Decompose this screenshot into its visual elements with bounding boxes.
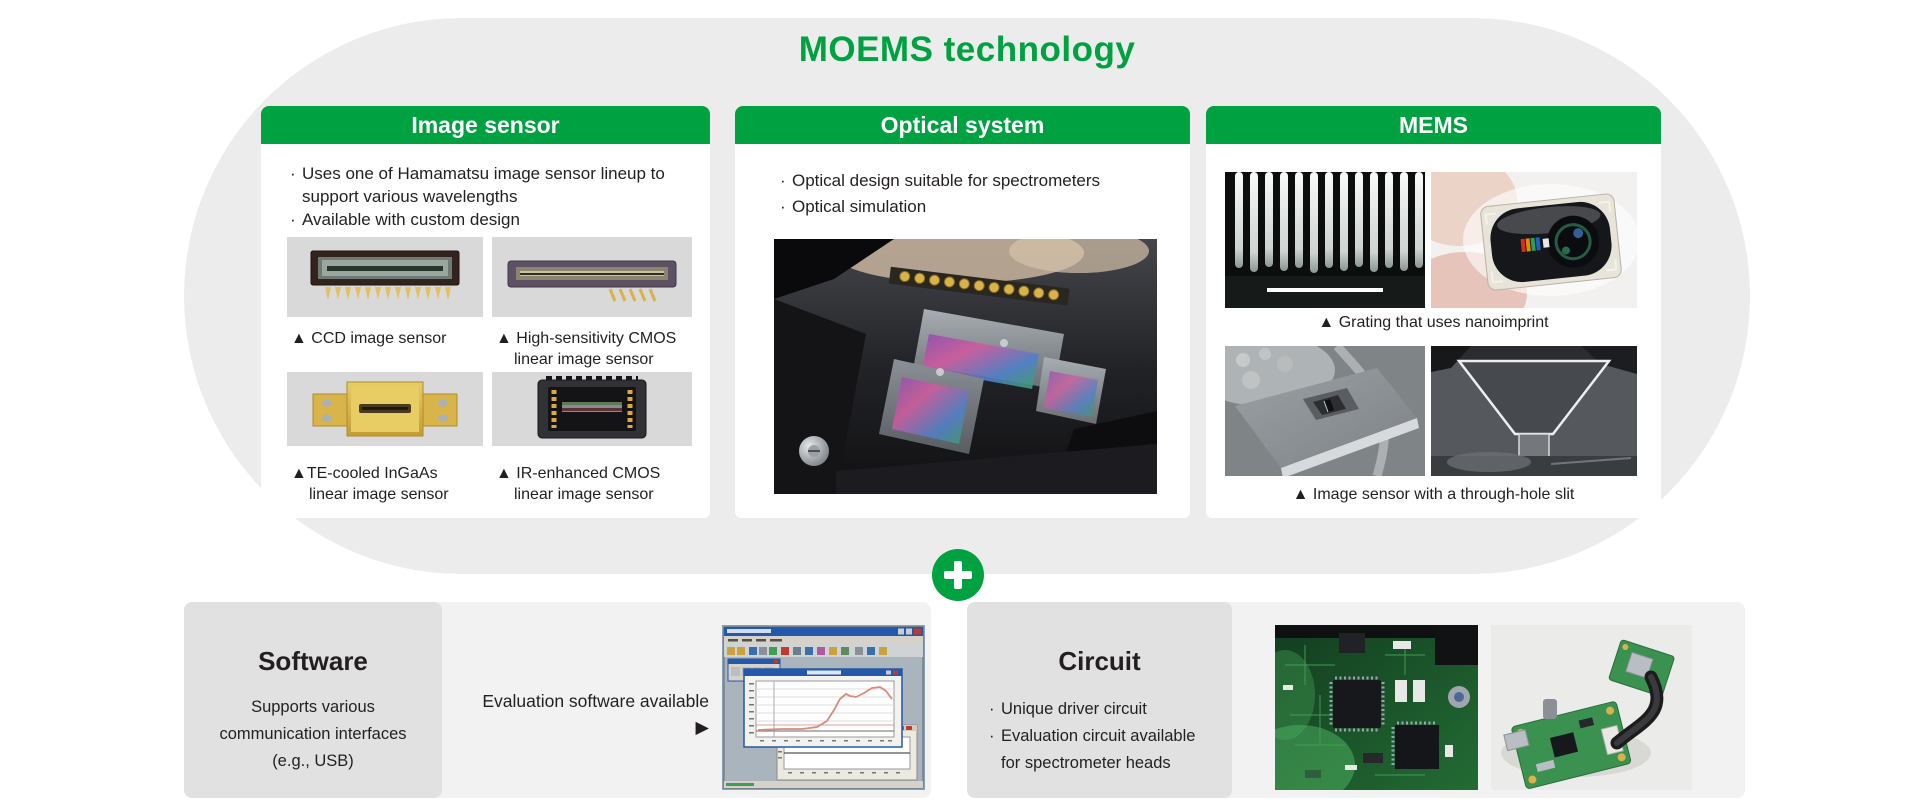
bullet-optical-simulation: Optical simulation	[779, 194, 1169, 220]
ir-cmos-sensor-photo	[492, 372, 692, 446]
slit-cross-section-sem-photo	[1431, 346, 1637, 476]
bullet-custom-design: Available with custom design	[289, 208, 671, 231]
bullet-optical-design: Optical design suitable for spectrometer…	[779, 168, 1169, 194]
interface-board-photo	[1491, 625, 1692, 790]
optical-system-bullets: Optical design suitable for spectrometer…	[779, 168, 1169, 220]
evaluation-software-screenshot	[722, 625, 925, 790]
caption-ccd: ▲ CCD image sensor	[291, 330, 447, 347]
evaluation-software-note: Evaluation software available ▶	[482, 691, 709, 737]
caption-grating: ▲ Grating that uses nanoimprint	[1318, 314, 1549, 331]
image-sensor-bullets: Uses one of Hamamatsu image sensor lineu…	[289, 162, 671, 231]
panel-mems-header: MEMS	[1206, 106, 1661, 144]
software-title: Software	[258, 646, 368, 676]
bullet-evaluation-circuit: Evaluation circuit available for spectro…	[989, 723, 1217, 777]
software-description-line: communication interfaces	[219, 725, 407, 743]
spectrometer-optics-photo	[774, 239, 1157, 494]
grating-sem-photo	[1225, 172, 1425, 308]
slit-chip-sem-photo	[1225, 346, 1425, 476]
caption-ir-cmos: ▲ IR-enhanced CMOS linear image sensor	[496, 465, 661, 503]
ingaas-sensor-photo	[287, 372, 483, 446]
circuit-section: Circuit Unique driver circuit Evaluation…	[967, 602, 1745, 798]
bullet-sensor-lineup: Uses one of Hamamatsu image sensor lineu…	[289, 162, 671, 208]
circuit-title: Circuit	[1058, 646, 1141, 676]
bullet-driver-circuit: Unique driver circuit	[989, 696, 1217, 723]
page-title: MOEMS technology	[798, 30, 1136, 69]
caption-cmos-high-sensitivity: ▲ High-sensitivity CMOS linear image sen…	[496, 330, 677, 368]
software-description-line: (e.g., USB)	[272, 752, 354, 770]
caption-ingaas: ▲TE-cooled InGaAs linear image sensor	[291, 465, 449, 503]
software-description-line: Supports various	[251, 698, 375, 716]
panel-optical-system-header: Optical system	[735, 106, 1190, 144]
software-box: Software Supports various communication …	[184, 602, 442, 798]
software-description: Supports various communication interface…	[184, 694, 442, 775]
ccd-sensor-photo	[287, 237, 483, 317]
grating-hand-photo	[1431, 172, 1637, 308]
software-section: Software Supports various communication …	[184, 602, 931, 798]
panel-mems: MEMS	[1206, 106, 1661, 518]
caption-through-hole-slit: ▲ Image sensor with a through-hole slit	[1292, 486, 1575, 503]
plus-icon	[932, 549, 984, 601]
panel-optical-system: Optical system Optical design suitable f…	[735, 106, 1190, 518]
panel-image-sensor: Image sensor Uses one of Hamamatsu image…	[261, 106, 710, 518]
driver-circuit-photo	[1275, 625, 1478, 790]
panel-image-sensor-header: Image sensor	[261, 106, 710, 144]
circuit-box: Circuit Unique driver circuit Evaluation…	[967, 602, 1232, 798]
cmos-sensor-photo	[492, 237, 692, 317]
circuit-bullets: Unique driver circuit Evaluation circuit…	[989, 696, 1217, 777]
